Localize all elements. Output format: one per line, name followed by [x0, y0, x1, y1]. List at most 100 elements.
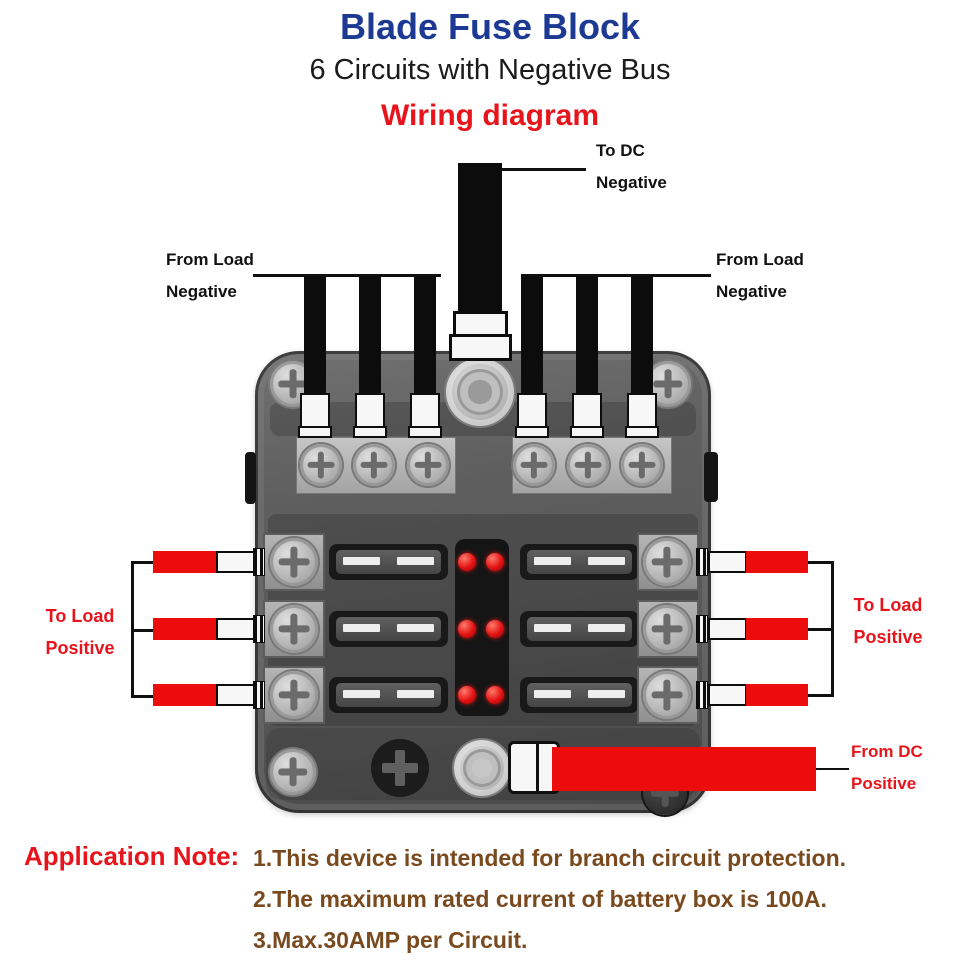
bus-screw-5: [567, 444, 609, 486]
load-terminal-screw: [270, 605, 318, 653]
wire-ferrule: [517, 393, 547, 429]
load-terminal-screw: [643, 605, 691, 653]
load-negative-wire: [631, 276, 653, 394]
wire-crimp: [253, 615, 265, 643]
wire-crimp: [696, 681, 708, 709]
load-positive-wire: [746, 551, 808, 573]
bus-screw-4: [513, 444, 555, 486]
negative-bus-stud: [446, 358, 514, 426]
dc-positive-wire: [552, 747, 816, 791]
load-positive-wire: [153, 684, 217, 706]
fuse-blade: [534, 624, 571, 632]
to-load-positive-right-label: To Load Positive: [853, 595, 923, 647]
load-negative-wire: [359, 276, 381, 394]
wire-crimp: [570, 426, 604, 438]
fuse-slot: [329, 611, 448, 647]
led-indicator: [486, 686, 504, 704]
bus-screw-1: [300, 444, 342, 486]
wire-crimp: [625, 426, 659, 438]
fuse-slot: [329, 544, 448, 580]
application-note-item-3: 3.Max.30AMP per Circuit.: [253, 927, 528, 953]
wire-crimp: [696, 548, 708, 576]
load-terminal-screw: [270, 671, 318, 719]
load-negative-wire: [521, 276, 543, 394]
fuse-slot: [520, 544, 639, 580]
fuse-slot: [520, 611, 639, 647]
load-negative-wire: [304, 276, 326, 394]
load-positive-wire: [746, 684, 808, 706]
load-terminal-screw: [270, 538, 318, 586]
left-bracket-stub: [131, 695, 154, 698]
corner-screw-bottom-left: [270, 749, 316, 795]
fuse-blade: [343, 557, 380, 565]
load-negative-wire: [576, 276, 598, 394]
wire-crimp: [253, 681, 265, 709]
diagram-heading: Wiring diagram: [380, 99, 600, 132]
wire-ferrule: [572, 393, 602, 429]
wire-ferrule: [216, 551, 255, 573]
bus-screw-2: [353, 444, 395, 486]
fuse-blade: [397, 624, 434, 632]
callout-line-from-dc: [816, 768, 849, 770]
left-bracket-stub: [131, 629, 154, 632]
led-indicator: [486, 620, 504, 638]
wire-ferrule: [216, 618, 255, 640]
right-bracket-stub: [808, 561, 833, 564]
fuse-blade: [343, 690, 380, 698]
wire-ferrule: [708, 618, 747, 640]
side-clip-right: [704, 452, 718, 502]
wire-ferrule: [300, 393, 330, 429]
fuse-blade: [343, 624, 380, 632]
wire-ferrule: [708, 684, 747, 706]
from-load-negative-right-label: From Load Negative: [716, 250, 804, 301]
callout-line-to-dc: [502, 168, 586, 171]
load-terminal-screw: [643, 671, 691, 719]
positive-symbol-marker: [371, 739, 429, 797]
stud-cap: [472, 758, 492, 778]
application-note-heading: Application Note:: [24, 841, 240, 871]
wire-crimp: [515, 426, 549, 438]
load-negative-wire: [414, 276, 436, 394]
wire-crimp: [298, 426, 332, 438]
fuse-slot: [520, 677, 639, 713]
wire-crimp: [353, 426, 387, 438]
page-title: Blade Fuse Block: [339, 6, 641, 47]
led-indicator: [458, 686, 476, 704]
wire-crimp: [408, 426, 442, 438]
led-indicator: [486, 553, 504, 571]
fuse-blade: [534, 557, 571, 565]
wire-ferrule: [216, 684, 255, 706]
wire-crimp: [696, 615, 708, 643]
wire-crimp: [253, 548, 265, 576]
fuse-blade: [588, 624, 625, 632]
load-positive-wire: [153, 551, 217, 573]
positive-bus-stud: [454, 740, 510, 796]
application-note-item-1: 1.This device is intended for branch cir…: [253, 845, 847, 871]
callout-line-from-load-left: [253, 274, 441, 277]
led-indicator: [458, 553, 476, 571]
wire-ferrule: [355, 393, 385, 429]
to-dc-negative-label: To DC Negative: [596, 141, 667, 192]
dc-negative-wire: [458, 163, 502, 315]
load-positive-wire: [746, 618, 808, 640]
right-bracket-stub: [808, 694, 833, 697]
application-note-item-2: 2.The maximum rated current of battery b…: [253, 886, 827, 912]
dc-negative-lug: [449, 334, 512, 361]
to-load-positive-left-label: To Load Positive: [45, 606, 115, 658]
wire-ferrule: [627, 393, 657, 429]
wire-ferrule: [708, 551, 747, 573]
load-positive-wire: [153, 618, 217, 640]
bus-screw-3: [407, 444, 449, 486]
from-load-negative-left-label: From Load Negative: [166, 250, 254, 301]
led-indicator: [458, 620, 476, 638]
fuse-blade: [588, 690, 625, 698]
from-dc-positive-label: From DC Positive: [851, 742, 923, 793]
fuse-blade: [397, 557, 434, 565]
bus-screw-6: [621, 444, 663, 486]
page-subtitle: 6 Circuits with Negative Bus: [309, 54, 671, 86]
stud-hole: [468, 380, 492, 404]
side-clip-left: [245, 452, 256, 504]
right-bracket-stub: [808, 628, 833, 631]
fuse-blade: [534, 690, 571, 698]
